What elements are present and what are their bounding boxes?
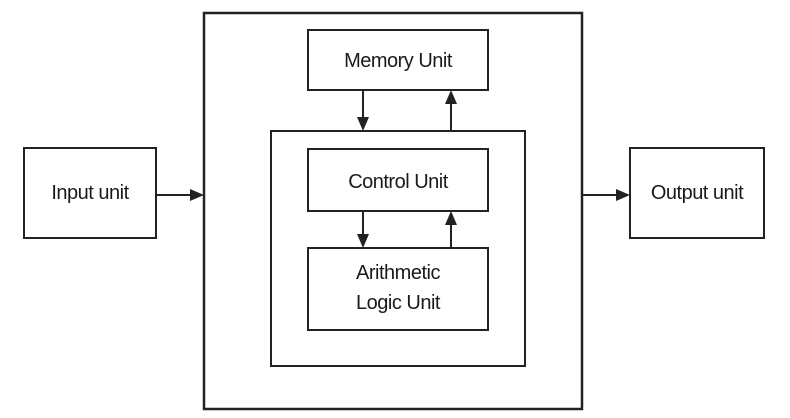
arrow-input-to-system xyxy=(157,189,204,201)
input-unit-label: Input unit xyxy=(51,182,129,204)
output-unit-node: Output unit xyxy=(629,147,765,239)
arrow-processor-to-memory xyxy=(445,90,457,131)
control-unit-box xyxy=(307,148,489,212)
arrow-control-to-alu xyxy=(357,211,369,248)
output-unit-box xyxy=(629,147,765,239)
input-unit-node: Input unit xyxy=(23,147,157,239)
arrow-alu-to-control xyxy=(445,211,457,248)
input-unit-box xyxy=(23,147,157,239)
control-unit-node: Control Unit xyxy=(307,148,489,212)
memory-unit-label: Memory Unit xyxy=(344,50,453,72)
control-unit-label: Control Unit xyxy=(348,171,449,193)
alu-label-line1: Arithmetic xyxy=(356,262,440,284)
alu-box xyxy=(307,247,489,331)
arrow-memory-to-processor xyxy=(357,90,369,131)
computer-system-frame xyxy=(202,11,584,411)
memory-unit-box xyxy=(307,29,489,91)
alu-node: Arithmetic Logic Unit xyxy=(307,247,489,331)
output-unit-label: Output unit xyxy=(651,182,744,204)
arrow-system-to-output xyxy=(583,189,630,201)
memory-unit-node: Memory Unit xyxy=(307,29,489,91)
alu-label-line2: Logic Unit xyxy=(356,292,441,314)
